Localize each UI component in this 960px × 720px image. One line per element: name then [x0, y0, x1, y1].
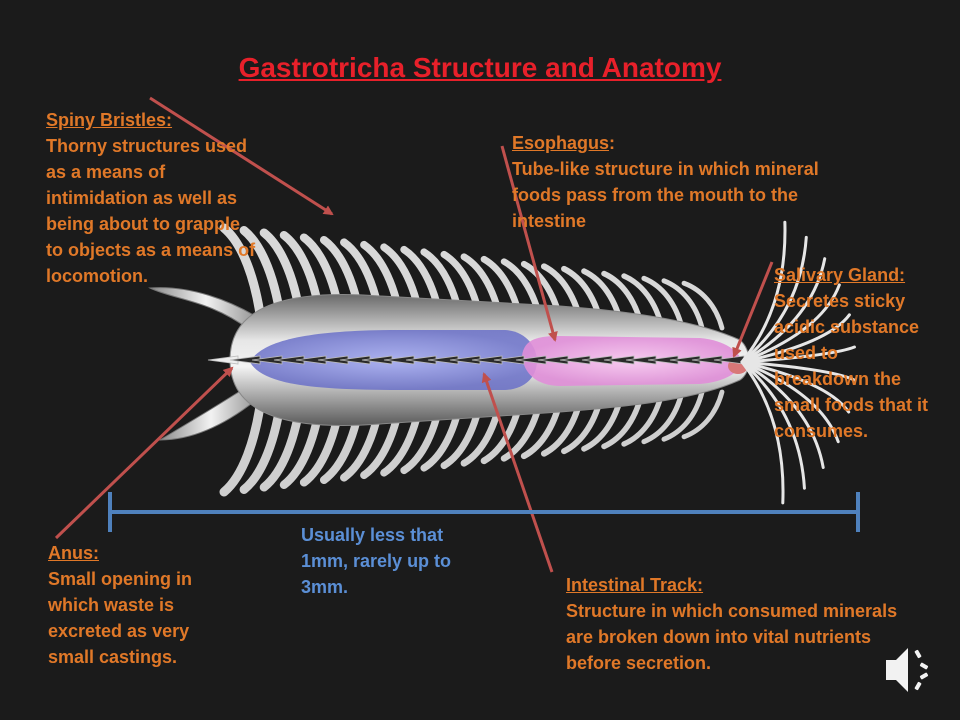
head-hair [740, 360, 825, 469]
label-text: Secretes sticky acidic substance used to… [774, 291, 929, 441]
head-hairs [740, 220, 856, 505]
label-heading: Anus: [48, 543, 99, 563]
label-heading: Esophagus [512, 133, 610, 153]
label-text: Structure in which consumed minerals are… [566, 601, 898, 673]
head-hair [740, 345, 856, 364]
label-colon: : [609, 133, 616, 153]
label-intestinal-track: Intestinal Track: Structure in which con… [566, 572, 926, 676]
page-title: Gastrotricha Structure and Anatomy [238, 52, 722, 83]
head-hair [740, 360, 851, 414]
arrow-intestinal-track [481, 372, 554, 573]
head-hair [740, 283, 841, 364]
label-esophagus: Esophagus: Tube-like structure in which … [512, 130, 872, 234]
label-text: Thorny structures used as a means of int… [46, 136, 256, 286]
arrow-anus [54, 366, 234, 540]
speaker-icon[interactable] [880, 640, 940, 700]
inner-spines [207, 355, 745, 365]
head-hair [740, 257, 827, 364]
bristle [681, 389, 725, 440]
arrow-spiny-bristles [149, 96, 334, 216]
bristle [661, 389, 705, 442]
head-hair [740, 313, 851, 364]
head-hair [740, 360, 840, 444]
head-hair [740, 235, 808, 364]
bristle [641, 389, 685, 445]
arrow-salivary-gland [732, 261, 774, 358]
scale-bar [108, 492, 860, 532]
label-heading: Salivary Gland: [774, 265, 906, 285]
label-heading: Intestinal Track: [566, 575, 704, 595]
head-hair [740, 360, 856, 382]
label-heading: Spiny Bristles: [46, 110, 173, 130]
label-salivary-gland: Salivary Gland: Secretes sticky acidic s… [774, 262, 934, 444]
head-hair [740, 360, 785, 505]
label-text: Small opening in which waste is excreted… [48, 569, 193, 667]
label-text: Tube-like structure in which mineral foo… [512, 159, 819, 231]
bristle [661, 278, 705, 331]
bristle [681, 280, 725, 331]
tail-fork-lower [158, 384, 263, 441]
label-anus: Anus: Small opening in which waste is ex… [48, 540, 228, 670]
head-hair [740, 360, 806, 490]
scale-label: Usually less that 1mm, rarely up to 3mm. [301, 525, 452, 597]
label-spiny-bristles: Spiny Bristles: Thorny structures used a… [46, 107, 256, 289]
head-hair [740, 220, 787, 364]
arrow-esophagus [500, 145, 558, 342]
